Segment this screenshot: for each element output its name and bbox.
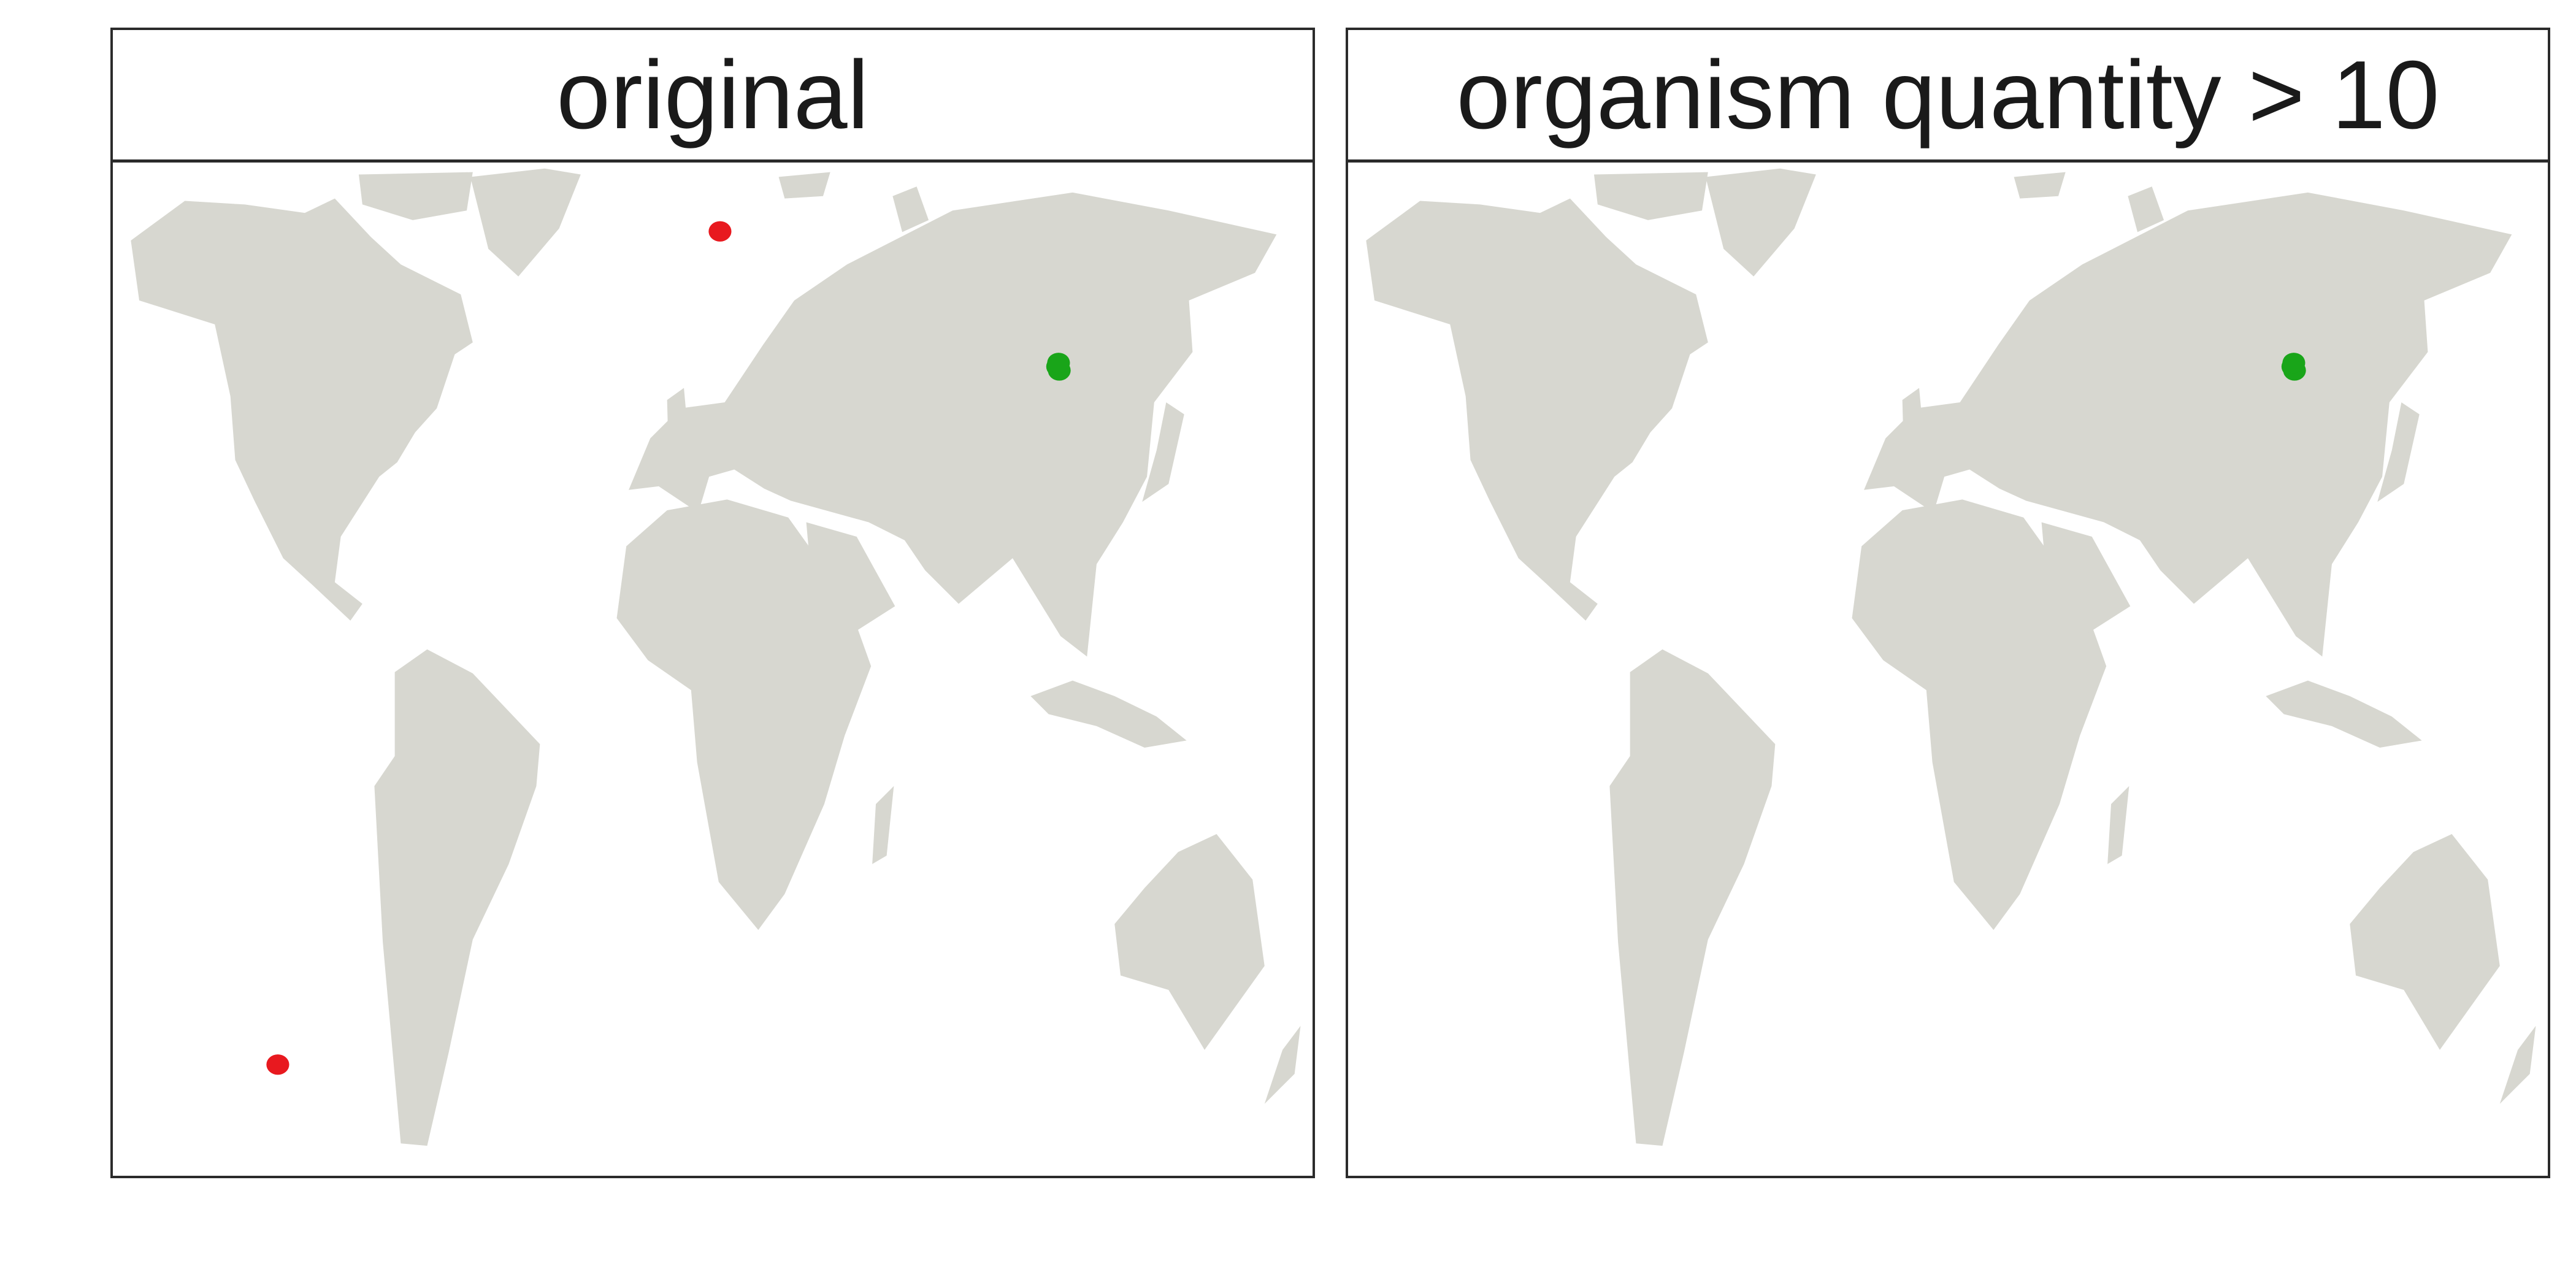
map-panel-original: original (110, 28, 1315, 1178)
land-novaya-zemlya (892, 186, 929, 232)
world-map-svg (1366, 168, 2536, 1146)
land-novaya-zemlya (2128, 186, 2164, 232)
world-map[interactable] (1348, 163, 2548, 1176)
land-japan (1142, 402, 1184, 502)
land-japan (2377, 402, 2420, 502)
land-greenland (1705, 168, 1816, 277)
land-svalbard (2014, 172, 2066, 199)
land-arctic-islands (358, 172, 473, 220)
occurrence-point[interactable] (2282, 353, 2306, 374)
land-madagascar (872, 786, 894, 864)
land-layer (1366, 168, 2536, 1146)
land-indonesia (1030, 680, 1187, 748)
world-map-svg (131, 168, 1301, 1146)
land-eurasia (1864, 192, 2512, 657)
land-australia (1114, 834, 1265, 1050)
land-uk (1902, 388, 1924, 446)
land-indonesia (2266, 680, 2422, 748)
panel-title-strip: organism quantity > 10 (1348, 30, 2548, 163)
world-map[interactable] (113, 163, 1313, 1176)
land-south-america (1609, 649, 1776, 1146)
panel-title-strip: original (113, 30, 1313, 163)
land-greenland (470, 168, 581, 277)
land-layer (131, 168, 1301, 1146)
land-eurasia (629, 192, 1277, 657)
land-south-america (374, 649, 540, 1146)
land-arctic-islands (1593, 172, 1708, 220)
land-africa (1852, 499, 2107, 930)
land-north-america (1366, 198, 1708, 621)
occurrence-point[interactable] (1047, 353, 1070, 374)
point-layer (266, 221, 1071, 1075)
land-uk (667, 388, 689, 446)
land-svalbard (778, 172, 830, 199)
land-arabia (806, 522, 895, 643)
land-africa (616, 499, 872, 930)
land-north-america (131, 198, 473, 621)
land-new-zealand (1264, 1025, 1301, 1104)
point-layer (2281, 353, 2306, 381)
panel-title: original (556, 40, 869, 149)
land-madagascar (2107, 786, 2129, 864)
occurrence-point[interactable] (266, 1054, 289, 1075)
land-australia (2350, 834, 2500, 1050)
map-panel-filtered: organism quantity > 10 (1346, 28, 2550, 1178)
panel-title: organism quantity > 10 (1456, 40, 2440, 149)
land-arabia (2041, 522, 2131, 643)
occurrence-point[interactable] (708, 221, 732, 242)
land-new-zealand (2499, 1025, 2536, 1104)
